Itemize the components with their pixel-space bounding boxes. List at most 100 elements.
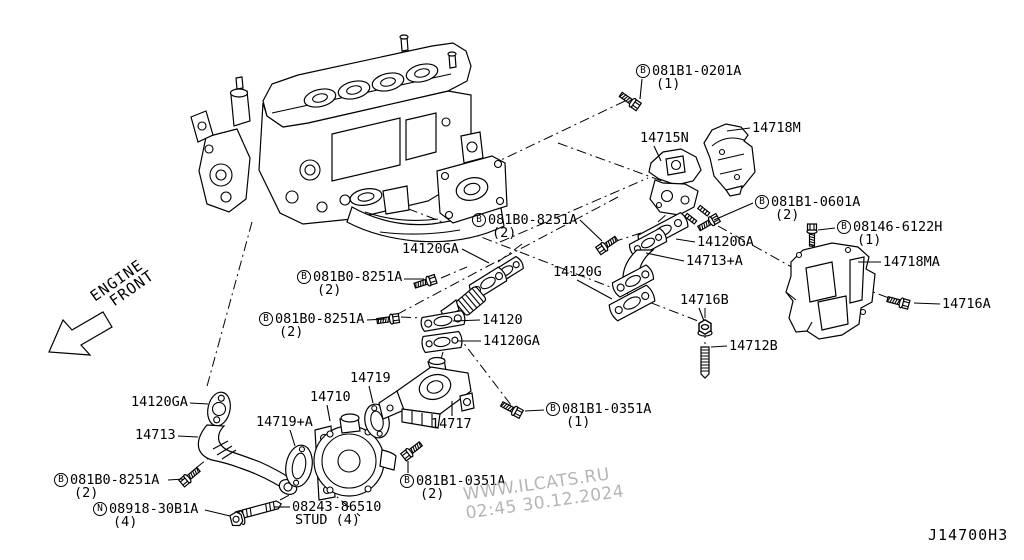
leader-line <box>675 238 696 243</box>
part-number-text: 14716A <box>942 296 991 312</box>
leader-line <box>698 307 705 322</box>
label-part-14713-plus-A: 14713+A <box>686 254 743 268</box>
part-number-text: 14120G <box>553 264 602 280</box>
label-gasket-14120GA-lower: 14120GA <box>483 334 540 348</box>
part-number-text: 081B1-0601A <box>771 194 861 210</box>
leader-line <box>368 385 374 404</box>
part-number-text: 08243-86510 <box>292 499 382 515</box>
circle-b-icon: B <box>546 402 560 416</box>
circle-b-icon: B <box>837 220 851 234</box>
circle-b-icon: B <box>54 473 68 487</box>
label-part-14716B: 14716B <box>680 293 729 307</box>
part-label-sub: (2) <box>420 486 445 502</box>
label-gasket-14719: 14719 <box>350 371 391 385</box>
leader-line <box>366 318 386 321</box>
leader-line <box>726 127 751 132</box>
label-part-14718M: 14718M <box>752 121 801 135</box>
circle-b-icon: B <box>259 312 273 326</box>
label-part-14718MA: 14718MA <box>883 255 940 269</box>
label-part-14120: 14120 <box>482 313 523 327</box>
part-number-text: 14120GA <box>402 241 459 257</box>
part-number-text: 14120GA <box>131 394 188 410</box>
leader-line <box>524 409 545 412</box>
nut-14716B-drawing <box>697 319 713 337</box>
leader-line <box>639 78 643 100</box>
stud-14712B-drawing <box>700 346 710 379</box>
leader-line <box>653 145 662 162</box>
label-part-14710: 14710 <box>310 390 351 404</box>
part-label-sub: (2) <box>317 282 342 298</box>
part-label-sub: (1) <box>656 76 681 92</box>
leader-line <box>452 319 481 322</box>
label-part-14716A: 14716A <box>942 297 991 311</box>
leader-line <box>167 478 185 481</box>
label-part-14713: 14713 <box>135 428 176 442</box>
gasket-14120G-drawing <box>608 284 656 322</box>
part-label-sub: (2) <box>74 485 99 501</box>
part-label-sub: (2) <box>775 207 800 223</box>
label-leader-lines <box>167 78 941 517</box>
label-part-14717: 14717 <box>431 417 472 431</box>
part-number-text: 081B0-8251A <box>70 472 160 488</box>
leader-line <box>579 219 603 242</box>
leader-line <box>326 404 331 422</box>
drawing-code: J14700H3 <box>928 526 1009 544</box>
nut-08918-drawing <box>229 510 246 527</box>
leader-line <box>289 429 296 447</box>
circle-b-icon: B <box>400 474 414 488</box>
part-number-text: 081B0-8251A <box>275 311 365 327</box>
leader-line <box>204 509 231 517</box>
circle-b-icon: B <box>755 195 769 209</box>
leader-line <box>817 227 836 231</box>
part-number-text: 14719 <box>350 370 391 386</box>
leader-line <box>177 435 199 438</box>
part-number-text: 14120 <box>482 312 523 328</box>
leader-line <box>913 302 941 305</box>
part-label-sub: (2) <box>279 324 304 340</box>
part-label-sub: (1) <box>566 414 591 430</box>
heat-shield-14718MA-drawing <box>785 242 876 340</box>
gasket-14719A-drawing <box>285 444 313 488</box>
leader-line <box>713 202 754 221</box>
part-number-text: 14120GA <box>697 234 754 250</box>
egr-tube-14713-drawing <box>197 391 298 495</box>
part-number-text: 08918-30B1A <box>109 501 199 517</box>
engine-assembly-drawing <box>190 34 508 243</box>
label-gasket-14120GA-bottomleft: 14120GA <box>131 395 188 409</box>
heat-shield-14718M-drawing <box>703 123 756 197</box>
leader-line <box>576 279 613 300</box>
part-label-sub: (4) <box>113 514 138 530</box>
leader-line <box>189 402 209 405</box>
circle-b-icon: B <box>472 213 486 227</box>
part-number-text: 14715N <box>640 130 689 146</box>
part-number-text: 14716B <box>680 292 729 308</box>
part-number-text: 14717 <box>431 416 472 432</box>
part-number-text: 081B0-8251A <box>313 269 403 285</box>
part-number-text: 081B0-8251A <box>488 212 578 228</box>
fasteners <box>177 89 911 527</box>
part-number-text: 081B1-0351A <box>416 473 506 489</box>
part-number-text: 14718M <box>752 120 801 136</box>
engine-front-arrow <box>48 311 113 356</box>
part-number-text: 14713+A <box>686 253 743 269</box>
part-number-text: 14718MA <box>883 254 940 270</box>
leader-line <box>710 345 728 348</box>
label-part-14712B: 14712B <box>729 339 778 353</box>
egr-tube-14120-drawing <box>420 255 524 354</box>
part-label-sub: (1) <box>857 232 882 248</box>
label-gasket-14120GA-right: 14120GA <box>697 235 754 249</box>
circle-n-icon: N <box>93 502 107 516</box>
part-number-text: 14710 <box>310 389 351 405</box>
